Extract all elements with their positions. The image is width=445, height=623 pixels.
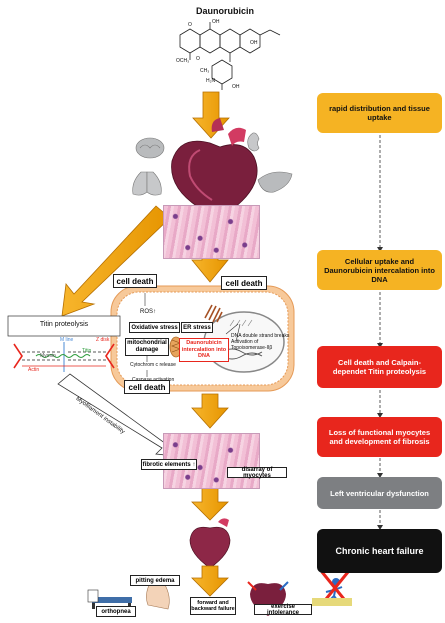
mitochondrial-damage-box: mitochondrial damage [125,338,169,356]
pitting-edema-box: pitting edema [130,575,180,586]
ros-label: ROS↑ [140,309,157,315]
stage-rapid-distribution: rapid distribution and tissue uptake [317,93,442,133]
failure-box: forward and backward failure [190,597,236,615]
brain-icon [135,137,165,159]
molecule-label: OH [212,19,220,25]
oxidative-stress-box: Oxidative stress [129,322,180,333]
liver-icon [257,171,293,193]
histology-normal [163,205,260,259]
molecule-label: O [188,22,192,28]
molecule-label: OH [232,84,240,90]
exercise-intolerance-box: exercise intolerance [254,604,312,616]
daunorubicin-structure [179,22,281,90]
arrow-heart-to-titin [61,205,171,317]
disarray-myocytes-box: disarray of myocytes [227,467,287,479]
er-stress-box: ER stress [181,322,213,333]
myosin-label: Myosin [40,353,56,359]
arrow-tissue-to-heart [191,487,229,521]
fibrotic-elements-box: fibrotic elements ↑ [141,459,197,470]
cytochrome-label: Cytochrom c release [130,362,176,368]
exercise-intolerance-icon [312,571,352,606]
stage-chronic-heart-failure: Chronic heart failure [317,529,442,573]
small-heart-illustration [189,518,231,569]
leg-edema-icon [146,582,170,610]
er-icon [204,304,223,323]
cell-death-bottom: cell death [124,380,170,394]
diagram-title: Daunorubicin [196,6,254,16]
stage-connector-heads [377,247,383,530]
cell-death-left: cell death [113,274,157,288]
titin-label: Titin [82,348,92,354]
arrow-molecule-to-heart [192,91,230,139]
stage-cell-death-titin: Cell death and Calpain-dependet Titin pr… [317,346,442,388]
dauno-intercalation-label: Daunorubicin intercalation into DNA [179,338,229,362]
molecule-label: H₂N [206,78,216,84]
cell-death-right: cell death [221,276,267,290]
arrow-cell-to-tissue [191,393,229,429]
arrow-heart-to-symptoms [191,565,229,597]
titin-title: Titin proteolysis [39,321,89,328]
stage-cellular-uptake: Cellular uptake and Daunorubicin interca… [317,250,442,290]
molecule-label: OH [250,40,258,46]
lungs-icon [132,171,162,196]
kidney-icon [247,132,260,152]
actin-label: Actin [28,367,40,373]
m-line-label: M line [60,337,74,343]
molecule-label: OCH₃ [176,58,190,64]
stage-loss-of-myocytes: Loss of functional myocytes and developm… [317,417,442,457]
stage-lv-dysfunction: Left ventricular dysfunction [317,477,442,509]
sarcomere-diagram [7,315,121,372]
orthopnea-box: orthopnea [96,606,136,617]
dna-break-label: DNA double strand breaks Activation of T… [231,333,290,351]
molecule-label: O [196,56,200,62]
molecule-label: CH₃ [200,68,210,74]
z-disk-label: Z disk [96,337,110,343]
